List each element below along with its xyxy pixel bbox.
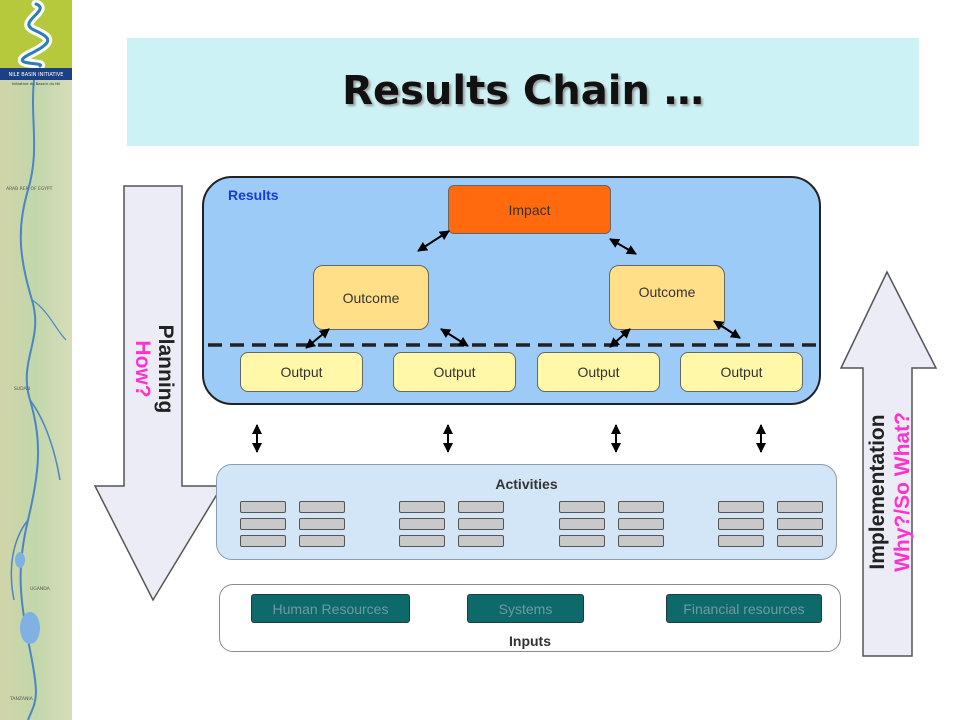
sidebar-map-strip: NILE BASIN INITIATIVE Initiative du Bass…	[0, 0, 72, 720]
activity-block	[718, 518, 764, 530]
activity-block	[777, 501, 823, 513]
activity-block	[559, 501, 605, 513]
activity-block	[458, 501, 504, 513]
output-box-1: Output	[240, 352, 363, 392]
activity-block	[399, 535, 445, 547]
activity-block	[559, 535, 605, 547]
arrow-outcome-right-output-3	[609, 328, 631, 348]
arrow-impact-outcome-left	[417, 230, 450, 252]
activity-block	[777, 535, 823, 547]
map-label-uganda: UGANDA	[30, 586, 51, 592]
nile-map-image: NILE BASIN INITIATIVE Initiative du Bass…	[0, 0, 72, 720]
logo-text: NILE BASIN INITIATIVE	[9, 72, 64, 78]
logo-subtext: Initiative du Bassin du Nil	[12, 81, 60, 86]
inputs-label: Inputs	[509, 633, 551, 649]
activity-block	[299, 501, 345, 513]
implementation-up-arrow	[839, 270, 938, 657]
arrow-outcome-left-output-1	[305, 328, 330, 349]
outcome-box-left: Outcome	[313, 265, 429, 330]
input-systems: Systems	[467, 594, 584, 623]
activity-block	[718, 501, 764, 513]
input-human-resources: Human Resources	[251, 594, 410, 623]
activity-block	[718, 535, 764, 547]
activity-block	[458, 535, 504, 547]
arrow-impact-outcome-right	[609, 238, 637, 255]
activity-block	[559, 518, 605, 530]
output-box-3: Output	[537, 352, 660, 392]
activity-block	[240, 535, 286, 547]
output-box-4: Output	[680, 352, 803, 392]
activities-label: Activities	[495, 476, 558, 492]
activity-block	[458, 518, 504, 530]
arrow-outcome-right-output-4	[713, 320, 741, 339]
arrow-outcome-left-output-2	[440, 328, 469, 347]
activity-block	[240, 518, 286, 530]
title-band	[127, 38, 919, 146]
outcome-box-right: Outcome	[609, 265, 725, 330]
output-box-2: Output	[393, 352, 516, 392]
activity-block	[240, 501, 286, 513]
map-label-tanzania: TANZANIA	[9, 696, 34, 702]
activity-block	[299, 535, 345, 547]
results-label: Results	[228, 187, 279, 203]
activity-block	[618, 535, 664, 547]
activity-block	[399, 518, 445, 530]
activity-block	[777, 518, 823, 530]
activity-block	[618, 501, 664, 513]
activity-block	[618, 518, 664, 530]
impact-box: Impact	[448, 185, 611, 234]
input-financial-resources: Financial resources	[666, 594, 822, 623]
map-label-egypt: ARAB REP. OF EGYPT	[6, 186, 53, 192]
planning-down-arrow	[93, 185, 224, 602]
activity-block	[299, 518, 345, 530]
map-label-sudan: SUDAN	[14, 386, 30, 392]
activity-block	[399, 501, 445, 513]
slide-title: Results Chain …	[342, 68, 704, 114]
